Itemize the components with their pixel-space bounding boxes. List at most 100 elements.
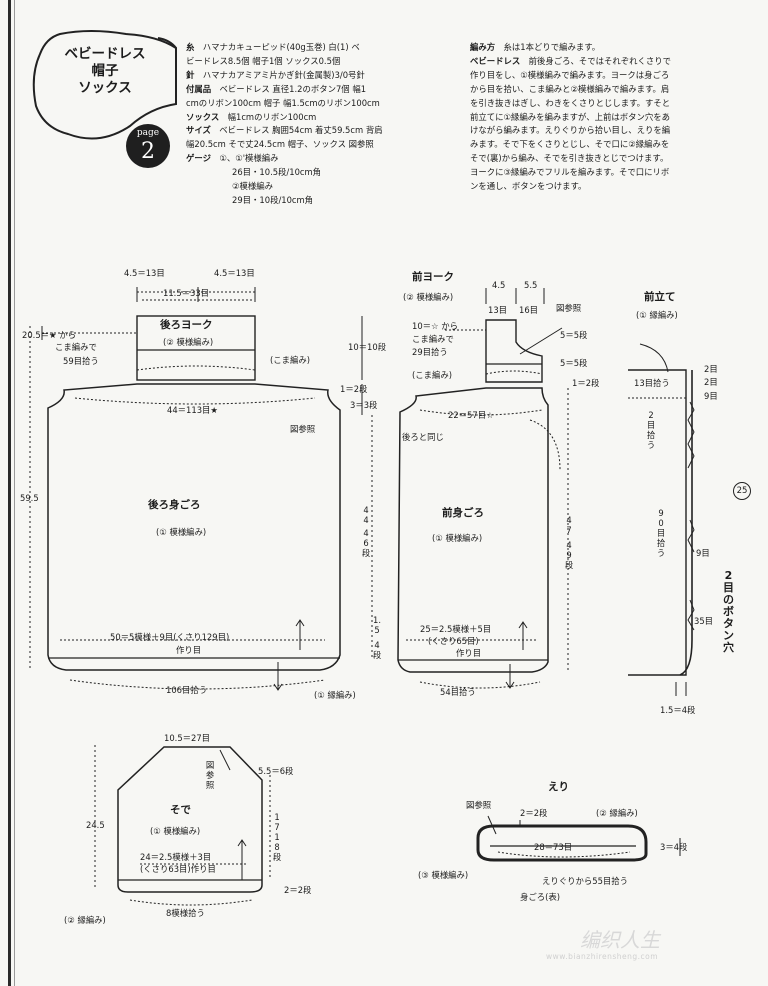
back-width-arc [74, 397, 316, 405]
back-koma-label: (こま編み) [270, 355, 311, 365]
placket-top-curve [639, 343, 669, 373]
placket-pattern: (① 縁編み) [636, 310, 678, 320]
size-text-1: ベビードレス 胸囲54cm 着丈59.5cm 背肩 [219, 125, 383, 136]
howto-dress-label: ベビードレス [470, 55, 521, 66]
placket-diagram [628, 343, 695, 696]
back-pick-count: 106目拾う [166, 685, 208, 695]
howto-line-7: みます。そで下をくさりとじし、そで口に②縁編みを [470, 139, 670, 150]
placket-pick13: 13目拾う [634, 378, 670, 388]
yarn-text-2: ビードレス8.5個 帽子1個 ソックス0.5個 [186, 55, 341, 66]
sleeve-h245: 24.5 [86, 820, 105, 830]
howto-line-4: を引き抜きはぎし、わきをくさりとじします。すそと [470, 97, 671, 108]
front-edging-label: (① 縁編み) [314, 690, 356, 700]
front-r5b: 5＝5段 [560, 358, 588, 368]
front-arrow-head [505, 681, 515, 689]
back-top-right-dim: 4.5＝13目 [214, 268, 255, 278]
notions-text-2: cmのリボン100cm 帽子 幅1.5cmのリボン100cm [186, 97, 380, 108]
back-pick-label-3: 59目拾う [63, 356, 99, 366]
sleeve-pick8: 8模様拾う [166, 908, 205, 918]
back-yoke-title: 後ろヨーク [160, 319, 213, 331]
needle-text: ハマナカアミアミ片かぎ針(金属製)3/0号針 [202, 69, 365, 80]
sleeve-bottom-dim: 24＝2.5模様＋3目 [140, 852, 212, 862]
front-width-label: 22＝57目☆ [448, 410, 494, 420]
front-sakume-label: 作り目 [456, 648, 482, 658]
notions-label: 付属品 [186, 83, 212, 94]
howto-line-2: 作り目をし、①模様編みで編みます。ヨークは身ごろ [470, 69, 670, 80]
placket-m35: 35目 [694, 616, 714, 626]
front-body-outline [397, 387, 549, 673]
sleeve-h18: 18段 [272, 832, 282, 862]
front-h4: 4段 [372, 640, 382, 660]
placket-buttonholes [687, 599, 695, 631]
page-binding-rule [8, 0, 11, 986]
placket-pick2: 2目拾う [646, 410, 656, 450]
collar-ref-pointer [487, 815, 497, 835]
front-yoke-title: 前ヨーク [412, 271, 454, 283]
front-ref-label: 図参照 [556, 303, 582, 313]
front-yoke-outline [485, 319, 543, 383]
title-banner [32, 30, 177, 140]
front-pick-label-2: こま編みで [412, 334, 454, 344]
front-w45: 4.5 [492, 280, 506, 290]
watermark-url: www.bianzhirensheng.com [546, 952, 659, 961]
front-koma-arc [485, 370, 543, 375]
needle-label: 針 [186, 69, 195, 80]
back-height-label: 59.5 [20, 493, 39, 503]
collar-edging: (② 縁編み) [596, 808, 638, 818]
howto-line-5: 前立てに①縁編みを編みますが、上前はボタン穴をあ [470, 111, 670, 122]
sleeve-ref-label: 図参照 [205, 760, 215, 790]
howto-line-8: そで(裏)から編み、そでを引き抜きとじでつけます。 [470, 153, 669, 164]
front-bottom-chain-label: (くさり65目) [428, 636, 479, 646]
front-h46: 46段 [361, 528, 371, 558]
front-body-title: 前身ごろ [442, 507, 484, 519]
front-pick-count: 54目拾う [440, 687, 476, 697]
front-pointer [529, 419, 561, 471]
howto-line-6: けながら編みます。えりぐりから拾い目し、えりを編 [470, 125, 671, 136]
sleeve-r2: 2＝2段 [284, 885, 312, 895]
back-ref-label: 図参照 [290, 424, 316, 434]
placket-m2a: 2目 [704, 364, 718, 374]
sleeve-outline [117, 746, 263, 893]
sleeve-diagram [94, 745, 271, 906]
front-h47: 47 [566, 515, 572, 535]
gauge-text-4: 29目・10段/10cm角 [232, 194, 314, 205]
howto-label: 編み方 [470, 42, 496, 52]
front-pick-label-3: 29目拾う [412, 347, 448, 357]
front-same-label: 後ろと同じ [402, 432, 444, 442]
back-body-title: 後ろ身ごろ [148, 499, 201, 511]
collar-pick55: えりぐりから55目拾う [542, 876, 629, 886]
watermark: 编织人生 [580, 928, 660, 952]
howto-intro: 糸は1本どりで編みます。 [503, 42, 601, 52]
back-koma-arc [136, 365, 256, 371]
back-right-h1: 1＝2段 [340, 384, 368, 394]
sleeve-ref-pointer [219, 749, 231, 771]
collar-r3: 3＝4段 [660, 842, 688, 852]
howto-line-9: ヨークに③縁編みでフリルを編みます。そで口にリボ [470, 167, 670, 178]
back-width-label: 44＝113目★ [167, 405, 218, 415]
back-top-left-dim: 4.5＝13目 [124, 268, 165, 278]
page-badge-number: 2 [141, 139, 155, 164]
sleeve-edging: (② 縁編み) [64, 915, 106, 925]
sleeve-title: そで [170, 804, 191, 816]
page-number: 25 [733, 482, 751, 500]
sleeve-r55: 5.5＝6段 [258, 766, 294, 776]
front-yoke-pattern: (② 模様編み) [403, 292, 454, 302]
back-yoke-outline [136, 315, 256, 381]
sleeve-h17: 17 [274, 812, 280, 832]
gauge-text-3: ②模様編み [232, 181, 274, 192]
size-text-2: 幅20.5cm そで丈24.5cm 帽子、ソックス 図参照 [186, 139, 374, 150]
front-w55: 5.5 [524, 280, 538, 290]
front-bodice-diagram [371, 288, 569, 689]
back-pick-label-2: こま編みで [55, 342, 97, 352]
front-h44: 44 [363, 505, 369, 525]
placket-edge [679, 370, 693, 676]
back-right-h3: 3＝3段 [350, 400, 378, 410]
placket-buttonholes [687, 401, 695, 469]
yarn-label: 糸 [186, 42, 195, 52]
collar-pick-arc [497, 851, 631, 858]
front-w13: 13目 [488, 305, 508, 315]
back-pick-arc [69, 679, 326, 690]
collar-w28: 28＝73目 [534, 842, 573, 852]
collar-outline [476, 824, 648, 862]
